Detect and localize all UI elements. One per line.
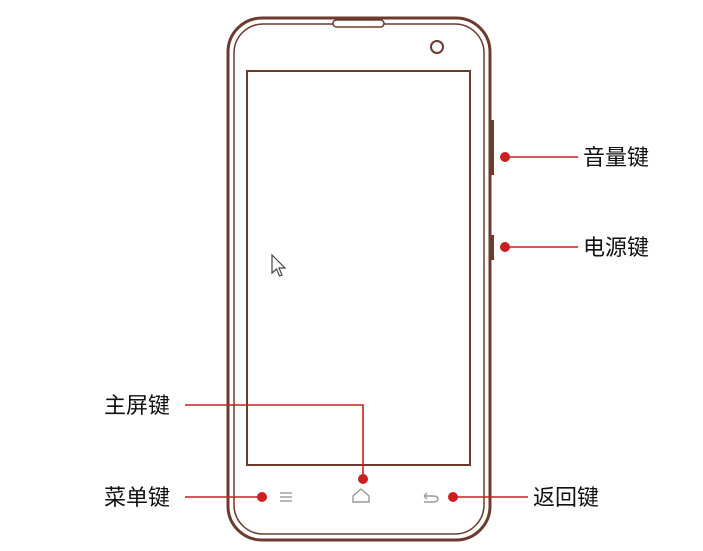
callout-dot: [257, 492, 267, 502]
power-side-button: [489, 235, 494, 260]
label-back-key: 返回键: [533, 486, 599, 511]
menu-key-icon: [280, 492, 292, 502]
back-arrow-icon: [423, 492, 439, 503]
label-volume-key: 音量键: [583, 146, 649, 171]
callout-menu-key: 菜单键: [104, 486, 267, 511]
home-icon: [352, 488, 370, 503]
earpiece-speaker: [332, 19, 385, 28]
label-home-key: 主屏键: [104, 394, 170, 419]
label-menu-key: 菜单键: [104, 486, 170, 511]
callout-back-key: 返回键: [448, 486, 599, 511]
callout-volume-key: 音量键: [500, 146, 649, 171]
label-power-key: 电源键: [583, 236, 649, 261]
volume-side-button: [489, 120, 494, 175]
front-camera-icon: [430, 40, 444, 54]
callout-dot: [358, 474, 368, 484]
mouse-cursor-icon: [271, 253, 287, 277]
callout-home-key: 主屏键: [104, 394, 368, 484]
callout-power-key: 电源键: [500, 236, 649, 261]
callout-line: [185, 404, 364, 479]
